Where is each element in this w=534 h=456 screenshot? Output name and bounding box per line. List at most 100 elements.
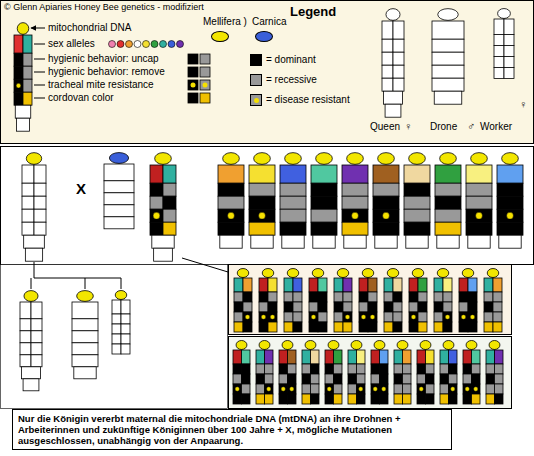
part-label: tracheal mite resistance: [48, 79, 154, 91]
part-label: cordovan color: [48, 92, 114, 104]
trait-swatch: [200, 67, 210, 77]
bee-figure: [417, 341, 434, 405]
legend-swatch: [255, 31, 273, 42]
part-label: X: [76, 180, 86, 197]
bee-figure: [394, 341, 411, 405]
bee-figure: [404, 153, 430, 249]
bee-figure: [233, 341, 250, 405]
part-label: ♀: [519, 98, 527, 111]
sex-allele-dot: [117, 41, 124, 48]
bee-figure: [486, 341, 503, 405]
bee-figure: [234, 269, 252, 333]
leader-line: [34, 85, 45, 86]
bee-figure: [342, 153, 368, 249]
legend-text: = disease resistant: [266, 94, 350, 106]
bee-figure: [434, 269, 452, 333]
bee-figure: [284, 269, 302, 333]
part-label: Queen: [370, 121, 400, 133]
sex-allele-dot: [168, 41, 175, 48]
legend-swatch: [211, 31, 229, 42]
bee-figure: [218, 153, 244, 249]
bee-figure: [325, 341, 342, 405]
bee-figure: [279, 341, 296, 405]
bee-figure: [384, 269, 402, 333]
bee-figure: [466, 153, 492, 249]
cross-panel: [1, 147, 534, 265]
bee-figure: [112, 291, 130, 355]
legend-swatch: [250, 54, 262, 66]
bee-figure: [371, 341, 388, 405]
bee-figure: [150, 153, 176, 262]
bee-figure: [348, 341, 365, 405]
bee-figure: [259, 269, 277, 333]
trait-swatch: [191, 83, 196, 88]
caption-box: Nur die Königin vererbt maternal die mit…: [12, 409, 452, 450]
bee-figure: [373, 153, 399, 249]
trait-swatch: [203, 83, 208, 88]
worker-panel: [229, 337, 512, 409]
trait-swatch: [188, 54, 198, 64]
legend-text: = dominant: [266, 54, 316, 66]
watermark: © Glenn Apiaries Honey Bee genetics - mo…: [4, 2, 204, 13]
trait-swatch: [188, 67, 198, 77]
sex-allele-dot: [177, 41, 184, 48]
part-label: ♀: [404, 120, 412, 133]
legend-text: Carnica: [252, 16, 286, 28]
part-label: Drone: [430, 121, 457, 133]
bee-figure: [311, 153, 337, 249]
bee-figure: [359, 269, 377, 333]
bee-figure: [497, 153, 523, 249]
bee-figure: [440, 341, 457, 405]
legend-panel: [1, 1, 534, 144]
offspring-panel: [1, 265, 228, 409]
bee-figure: [22, 153, 46, 262]
leader-line: [34, 98, 45, 99]
disease-dot: [254, 98, 259, 103]
sex-allele-dot: [134, 41, 141, 48]
bee-figure: [14, 23, 32, 132]
bee-figure: [484, 269, 502, 333]
legend-symbol: [250, 94, 262, 106]
part-label: mitochondrial DNA: [48, 22, 131, 34]
sex-allele-dot: [143, 41, 150, 48]
bee-figure: [256, 341, 273, 405]
bee-figure: [302, 341, 319, 405]
part-label: ♂: [467, 120, 475, 133]
part-label: hygienic behavior: remove: [48, 66, 165, 78]
legend-text: Mellifera ): [203, 16, 247, 28]
sex-allele-dot: [160, 41, 167, 48]
trait-swatch: [200, 93, 210, 103]
leader-line: [34, 72, 45, 73]
bee-figure: [309, 269, 327, 333]
sex-allele-dot: [126, 41, 133, 48]
descent-line: [31, 262, 121, 289]
bee-figure: [432, 9, 464, 105]
part-label: sex alleles: [48, 38, 95, 50]
trait-swatch: [188, 80, 198, 90]
trait-swatch: [188, 93, 198, 103]
bee-figure: [72, 291, 98, 379]
legend-heading: Legend: [290, 4, 336, 19]
trait-swatch: [200, 54, 210, 64]
bee-figure: [409, 269, 427, 333]
leader-line: [34, 59, 45, 60]
bee-figure: [435, 153, 461, 249]
bee-figure: [382, 9, 404, 118]
leader-line: [34, 44, 45, 45]
sex-allele-dot: [109, 41, 116, 48]
sex-allele-dot: [151, 41, 158, 48]
legend-swatch: [250, 74, 262, 86]
bee-figure: [494, 9, 514, 79]
bee-figure: [249, 153, 275, 249]
leader-line: [31, 28, 45, 29]
part-label: hygienic behavior: uncap: [48, 53, 159, 65]
worker-panel: [229, 265, 512, 335]
descent-line: [182, 258, 228, 272]
bee-figure: [334, 269, 352, 333]
bee-figure: [459, 269, 477, 333]
legend-text: = recessive: [266, 74, 317, 86]
bee-figure: [20, 291, 42, 391]
trait-swatch: [200, 80, 210, 90]
part-label: Worker: [480, 121, 512, 133]
